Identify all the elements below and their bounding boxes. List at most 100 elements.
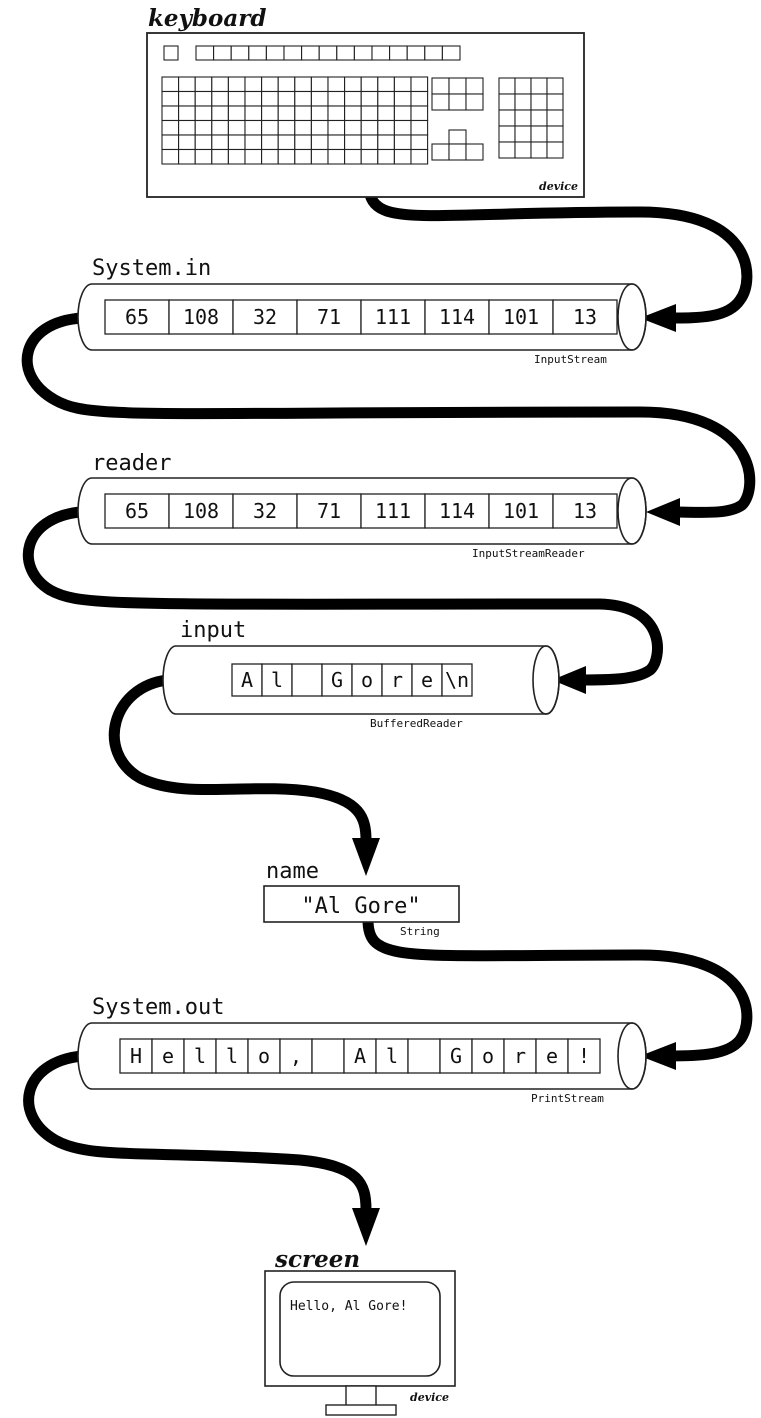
name-type: String	[400, 925, 440, 938]
keyboard-key	[262, 77, 279, 92]
system-in-cell-value: 65	[125, 305, 149, 329]
keyboard-type-label: device	[539, 180, 578, 193]
keyboard-key	[394, 106, 411, 121]
keyboard-key	[411, 92, 428, 107]
system-in-label: System.in	[92, 256, 211, 281]
keyboard-key	[311, 92, 328, 107]
keyboard-key	[228, 135, 245, 150]
keyboard-key	[425, 46, 443, 60]
reader-cell-value: 111	[375, 499, 411, 523]
keyboard-key	[432, 94, 449, 110]
keyboard-key	[499, 142, 515, 158]
keyboard-key	[466, 94, 483, 110]
keyboard-key	[311, 106, 328, 121]
keyboard-key	[212, 106, 229, 121]
keyboard-key	[179, 121, 196, 136]
keyboard-key	[531, 142, 547, 158]
keyboard-key	[245, 121, 262, 136]
input-cell-value: A	[241, 668, 253, 692]
system-out-cell-value: e	[162, 1044, 174, 1068]
keyboard-key	[449, 144, 466, 160]
keyboard-key	[361, 121, 378, 136]
input-cell-value: o	[361, 668, 373, 692]
monitor-stand	[326, 1405, 396, 1415]
keyboard-key	[162, 106, 179, 121]
keyboard-key	[295, 135, 312, 150]
keyboard-key	[328, 77, 345, 92]
keyboard-key	[531, 110, 547, 126]
screen: screen Hello, Al Gore! device	[265, 1246, 455, 1415]
keyboard-key	[394, 121, 411, 136]
keyboard-key	[295, 121, 312, 136]
keyboard-key	[278, 92, 295, 107]
keyboard-key	[231, 46, 249, 60]
system-out-cell-value: G	[450, 1044, 462, 1068]
keyboard-key	[390, 46, 408, 60]
arrowhead-screen	[352, 1208, 380, 1246]
keyboard-key	[547, 110, 563, 126]
name-value: "Al Gore"	[301, 894, 420, 919]
system-out-type: PrintStream	[531, 1092, 604, 1105]
system-out-cell-value: H	[130, 1044, 142, 1068]
keyboard-key	[284, 46, 302, 60]
system-in-cell-value: 108	[183, 305, 219, 329]
keyboard-key	[378, 92, 395, 107]
keyboard: keyboard device	[147, 5, 584, 197]
input-label: input	[180, 618, 246, 643]
input-cell-value: \n	[445, 668, 469, 692]
keyboard-key	[328, 121, 345, 136]
keyboard-key	[394, 150, 411, 165]
keyboard-key	[411, 135, 428, 150]
keyboard-key	[212, 77, 229, 92]
keyboard-key	[411, 106, 428, 121]
input-cells: AlGore\n	[232, 664, 472, 696]
keyboard-key	[378, 106, 395, 121]
keyboard-key	[337, 46, 355, 60]
reader-cell-value: 32	[253, 499, 277, 523]
input-cell-value: G	[331, 668, 343, 692]
keyboard-key	[162, 121, 179, 136]
screen-text: Hello, Al Gore!	[290, 1299, 407, 1314]
keyboard-key	[449, 94, 466, 110]
keyboard-key	[361, 92, 378, 107]
keyboard-key	[228, 77, 245, 92]
keyboard-key	[262, 92, 279, 107]
keyboard-key	[449, 78, 466, 94]
keyboard-key	[228, 121, 245, 136]
keyboard-key	[466, 144, 483, 160]
keyboard-key	[361, 135, 378, 150]
keyboard-key	[311, 77, 328, 92]
keyboard-key	[361, 150, 378, 165]
keyboard-key	[245, 92, 262, 107]
keyboard-key	[245, 106, 262, 121]
input-cell	[292, 664, 322, 696]
reader-label: reader	[92, 451, 171, 476]
input-cell-value: r	[391, 668, 403, 692]
keyboard-key	[319, 46, 337, 60]
keyboard-key	[212, 121, 229, 136]
reader-cell-value: 71	[317, 499, 341, 523]
keyboard-key	[278, 135, 295, 150]
system-out-cell-value: o	[482, 1044, 494, 1068]
keyboard-key	[378, 77, 395, 92]
keyboard-key	[262, 150, 279, 165]
keyboard-key	[179, 106, 196, 121]
keyboard-key	[195, 121, 212, 136]
keyboard-key	[295, 106, 312, 121]
keyboard-key	[547, 94, 563, 110]
input-stream: input AlGore\n BufferedReader	[163, 618, 559, 730]
keyboard-key	[547, 142, 563, 158]
keyboard-key	[179, 92, 196, 107]
keyboard-key	[442, 46, 460, 60]
system-out-cell-value: A	[354, 1044, 366, 1068]
keyboard-key	[278, 121, 295, 136]
keyboard-key	[278, 150, 295, 165]
reader-cell-value: 101	[503, 499, 539, 523]
keyboard-key	[212, 135, 229, 150]
keyboard-key	[295, 77, 312, 92]
keyboard-key	[311, 135, 328, 150]
keyboard-key	[515, 78, 531, 94]
input-cell-value: l	[271, 668, 283, 692]
keyboard-key	[378, 135, 395, 150]
